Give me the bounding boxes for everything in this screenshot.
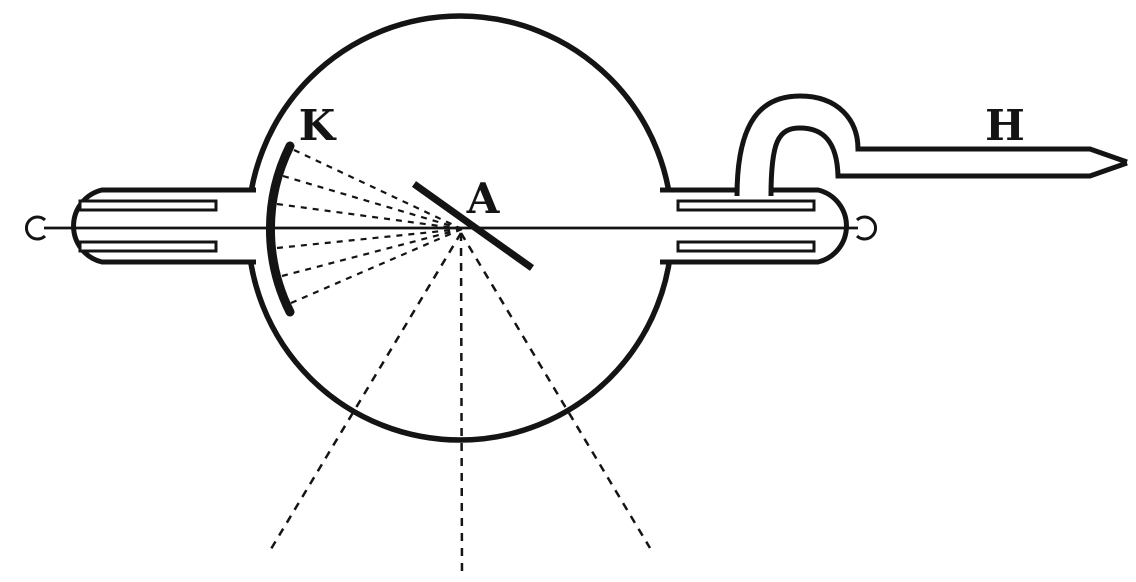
exhaust-tube-outer-wall: [734, 93, 1128, 197]
label-exhaust: H: [985, 101, 1025, 150]
label-target: A: [466, 174, 501, 223]
cathode: [265, 141, 295, 317]
cathode-ray: [276, 202, 463, 231]
left-electrode-sleeve: [78, 199, 218, 253]
left-sleeve-top-wall: [78, 199, 218, 212]
exhaust-tube-inner-wall: [768, 125, 1128, 197]
right-sleeve-top-wall: [676, 199, 816, 212]
right-sleeve-bottom-wall: [676, 240, 816, 253]
xray-beam: [459, 232, 464, 579]
left-terminal-hook: [25, 215, 47, 241]
exhaust-tube-body: [737, 96, 1127, 196]
xray-beam: [266, 232, 463, 555]
label-cathode: K: [299, 101, 337, 150]
xray-beam: [459, 232, 652, 549]
xray-fan: [266, 232, 652, 579]
right-electrode-sleeve: [676, 199, 816, 253]
cathode-ray: [276, 227, 463, 250]
cathode-ray-fan: [276, 149, 463, 305]
left-sleeve-bottom-wall: [78, 240, 218, 253]
right-terminal-hook: [855, 215, 877, 241]
anticathode-target: [411, 181, 535, 271]
